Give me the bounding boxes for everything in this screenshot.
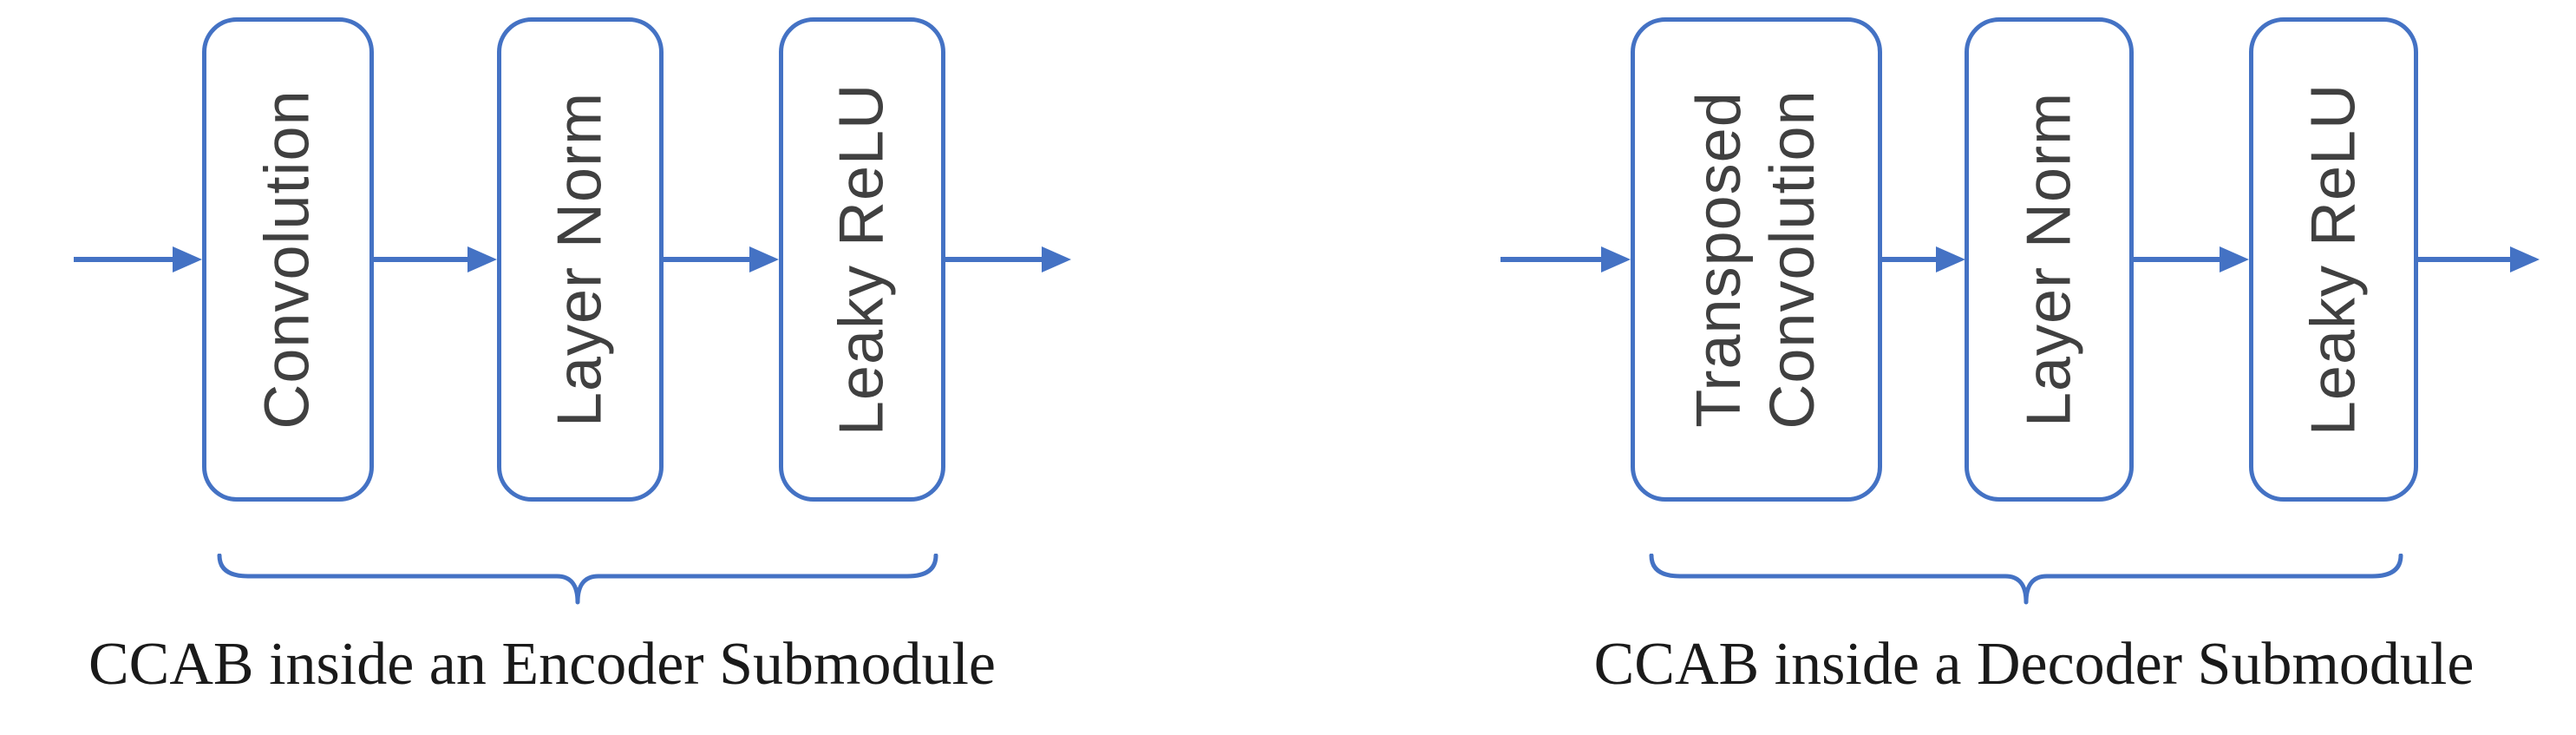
decoder-diagram: Transposed Convolution Layer Norm Leaky … <box>1492 0 2576 735</box>
encoder-block-leaky-relu: Leaky ReLU <box>779 17 945 502</box>
decoder-input-arrow-icon <box>1500 240 1631 279</box>
encoder-output-arrow-icon <box>945 240 1071 279</box>
decoder-block-leaky-relu: Leaky ReLU <box>2249 17 2418 502</box>
encoder-arrow-2-icon <box>664 240 779 279</box>
block-label: Leaky ReLU <box>827 82 897 436</box>
encoder-brace-icon <box>217 554 938 607</box>
decoder-caption: CCAB inside a Decoder Submodule <box>1593 631 2475 698</box>
block-label: Convolution <box>252 89 323 430</box>
curly-brace-icon <box>217 554 938 605</box>
right-arrow-icon <box>2134 246 2249 272</box>
decoder-brace-icon <box>1649 554 2403 607</box>
right-arrow-icon <box>664 246 779 272</box>
right-arrow-icon <box>374 246 497 272</box>
block-label: Layer Norm <box>2014 91 2084 428</box>
decoder-output-arrow-icon <box>2418 240 2540 279</box>
encoder-arrow-1-icon <box>374 240 497 279</box>
block-label: Transposed Convolution <box>1684 89 1827 430</box>
right-arrow-icon <box>2418 246 2540 272</box>
encoder-caption: CCAB inside an Encoder Submodule <box>88 631 996 698</box>
right-arrow-icon <box>1500 246 1631 272</box>
right-arrow-icon <box>1882 246 1965 272</box>
block-label: Leaky ReLU <box>2298 82 2369 436</box>
decoder-block-layer-norm: Layer Norm <box>1965 17 2134 502</box>
right-arrow-icon <box>74 246 202 272</box>
right-arrow-icon <box>945 246 1071 272</box>
encoder-block-layer-norm: Layer Norm <box>497 17 664 502</box>
decoder-arrow-2-icon <box>2134 240 2249 279</box>
decoder-block-transposed-convolution: Transposed Convolution <box>1631 17 1882 502</box>
block-label: Layer Norm <box>545 91 615 428</box>
curly-brace-icon <box>1649 554 2403 605</box>
encoder-diagram: Convolution Layer Norm Leaky ReLU <box>0 0 1084 735</box>
decoder-arrow-1-icon <box>1882 240 1965 279</box>
encoder-input-arrow-icon <box>74 240 202 279</box>
encoder-block-convolution: Convolution <box>202 17 374 502</box>
